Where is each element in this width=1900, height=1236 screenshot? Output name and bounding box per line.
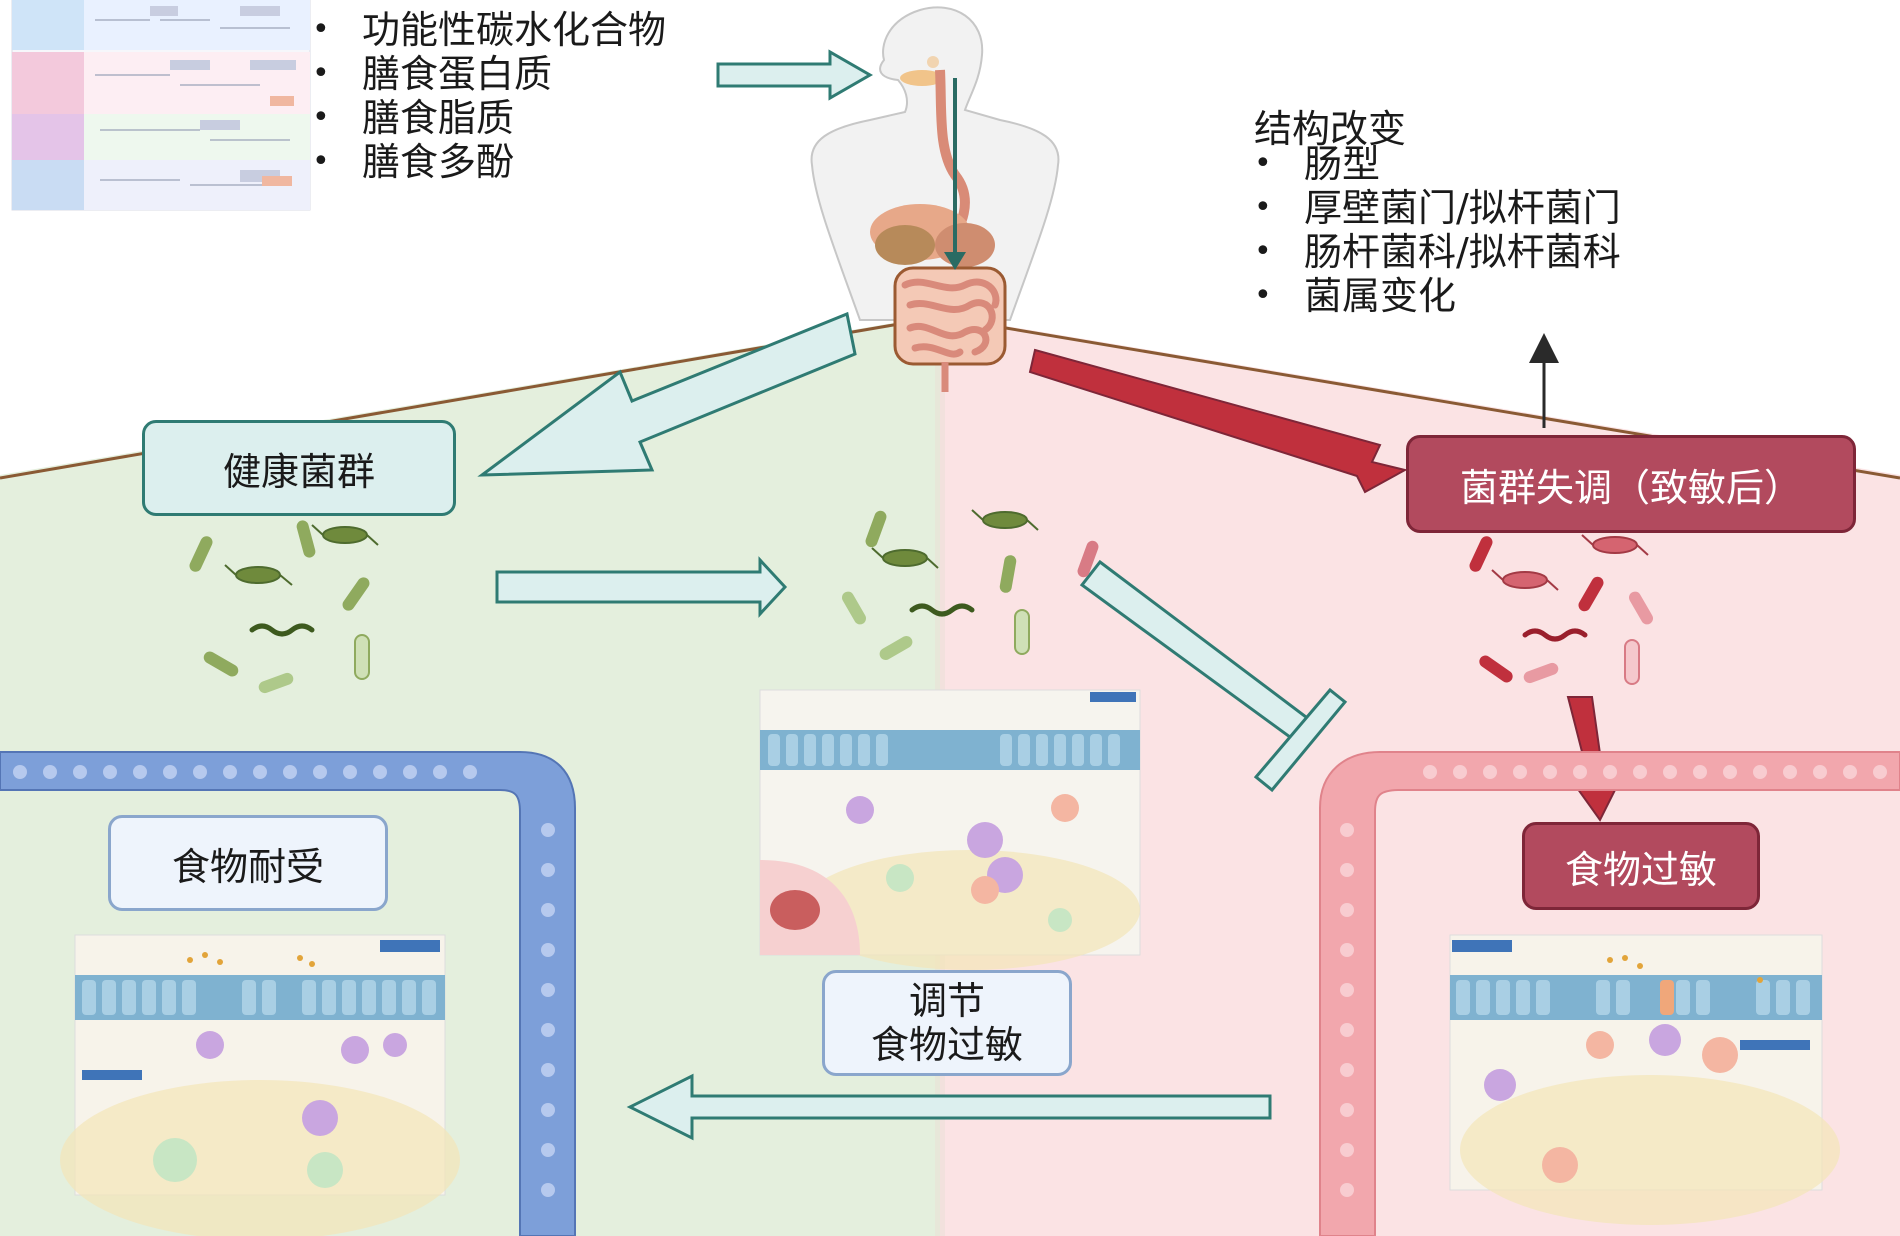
allergy-label: 食物过敏 [1564,847,1717,892]
allergy-box: 食物过敏 [1522,822,1760,910]
dysbiosis-label: 菌群失调（致敏后） [1459,465,1802,510]
bacteria-icon [189,509,1039,694]
regulate-label-line2: 食物过敏 [870,1023,1023,1067]
gut-epithelium-illustration [0,751,576,1236]
bacteria-icon-dysbiosis [1077,534,1653,685]
intestine-icon [893,266,1007,392]
structure-item: 厚壁菌门/拟杆菌门 [1254,186,1621,230]
diet-item: 膳食蛋白质 [312,52,666,96]
regulate-box: 调节 食物过敏 [822,970,1072,1076]
regulate-label-line1: 调节 [908,979,985,1023]
diet-item: 膳食多酚 [312,140,666,184]
diet-list: 功能性碳水化合物 膳食蛋白质 膳食脂质 膳食多酚 [312,8,666,184]
dysbiosis-box: 菌群失调（致敏后） [1406,435,1856,533]
healthy-flora-box: 健康菌群 [142,420,456,516]
human-body-illustration [810,6,1060,321]
structure-list: 肠型 厚壁菌门/拟杆菌门 肠杆菌科/拟杆菌科 菌属变化 [1254,142,1621,318]
gut-epithelium-illustration-right [1319,751,1900,1236]
healthy-flora-label: 健康菌群 [222,449,375,494]
diet-item: 功能性碳水化合物 [312,8,666,52]
pathway-thumbnail [11,0,311,211]
immune-pathway-figure-right [1449,934,1840,1225]
structure-item: 肠杆菌科/拟杆菌科 [1254,230,1621,274]
immune-pathway-figure-center [759,689,1141,970]
tolerance-label: 食物耐受 [171,844,324,889]
structure-item: 肠型 [1254,142,1621,186]
structure-item: 菌属变化 [1254,274,1621,318]
diet-item: 膳食脂质 [312,96,666,140]
hollow-arrows [477,49,1272,1141]
inhibition-arrow-icon [1079,559,1348,793]
immune-pathway-figure-left [60,934,460,1236]
tolerance-box: 食物耐受 [108,815,388,911]
